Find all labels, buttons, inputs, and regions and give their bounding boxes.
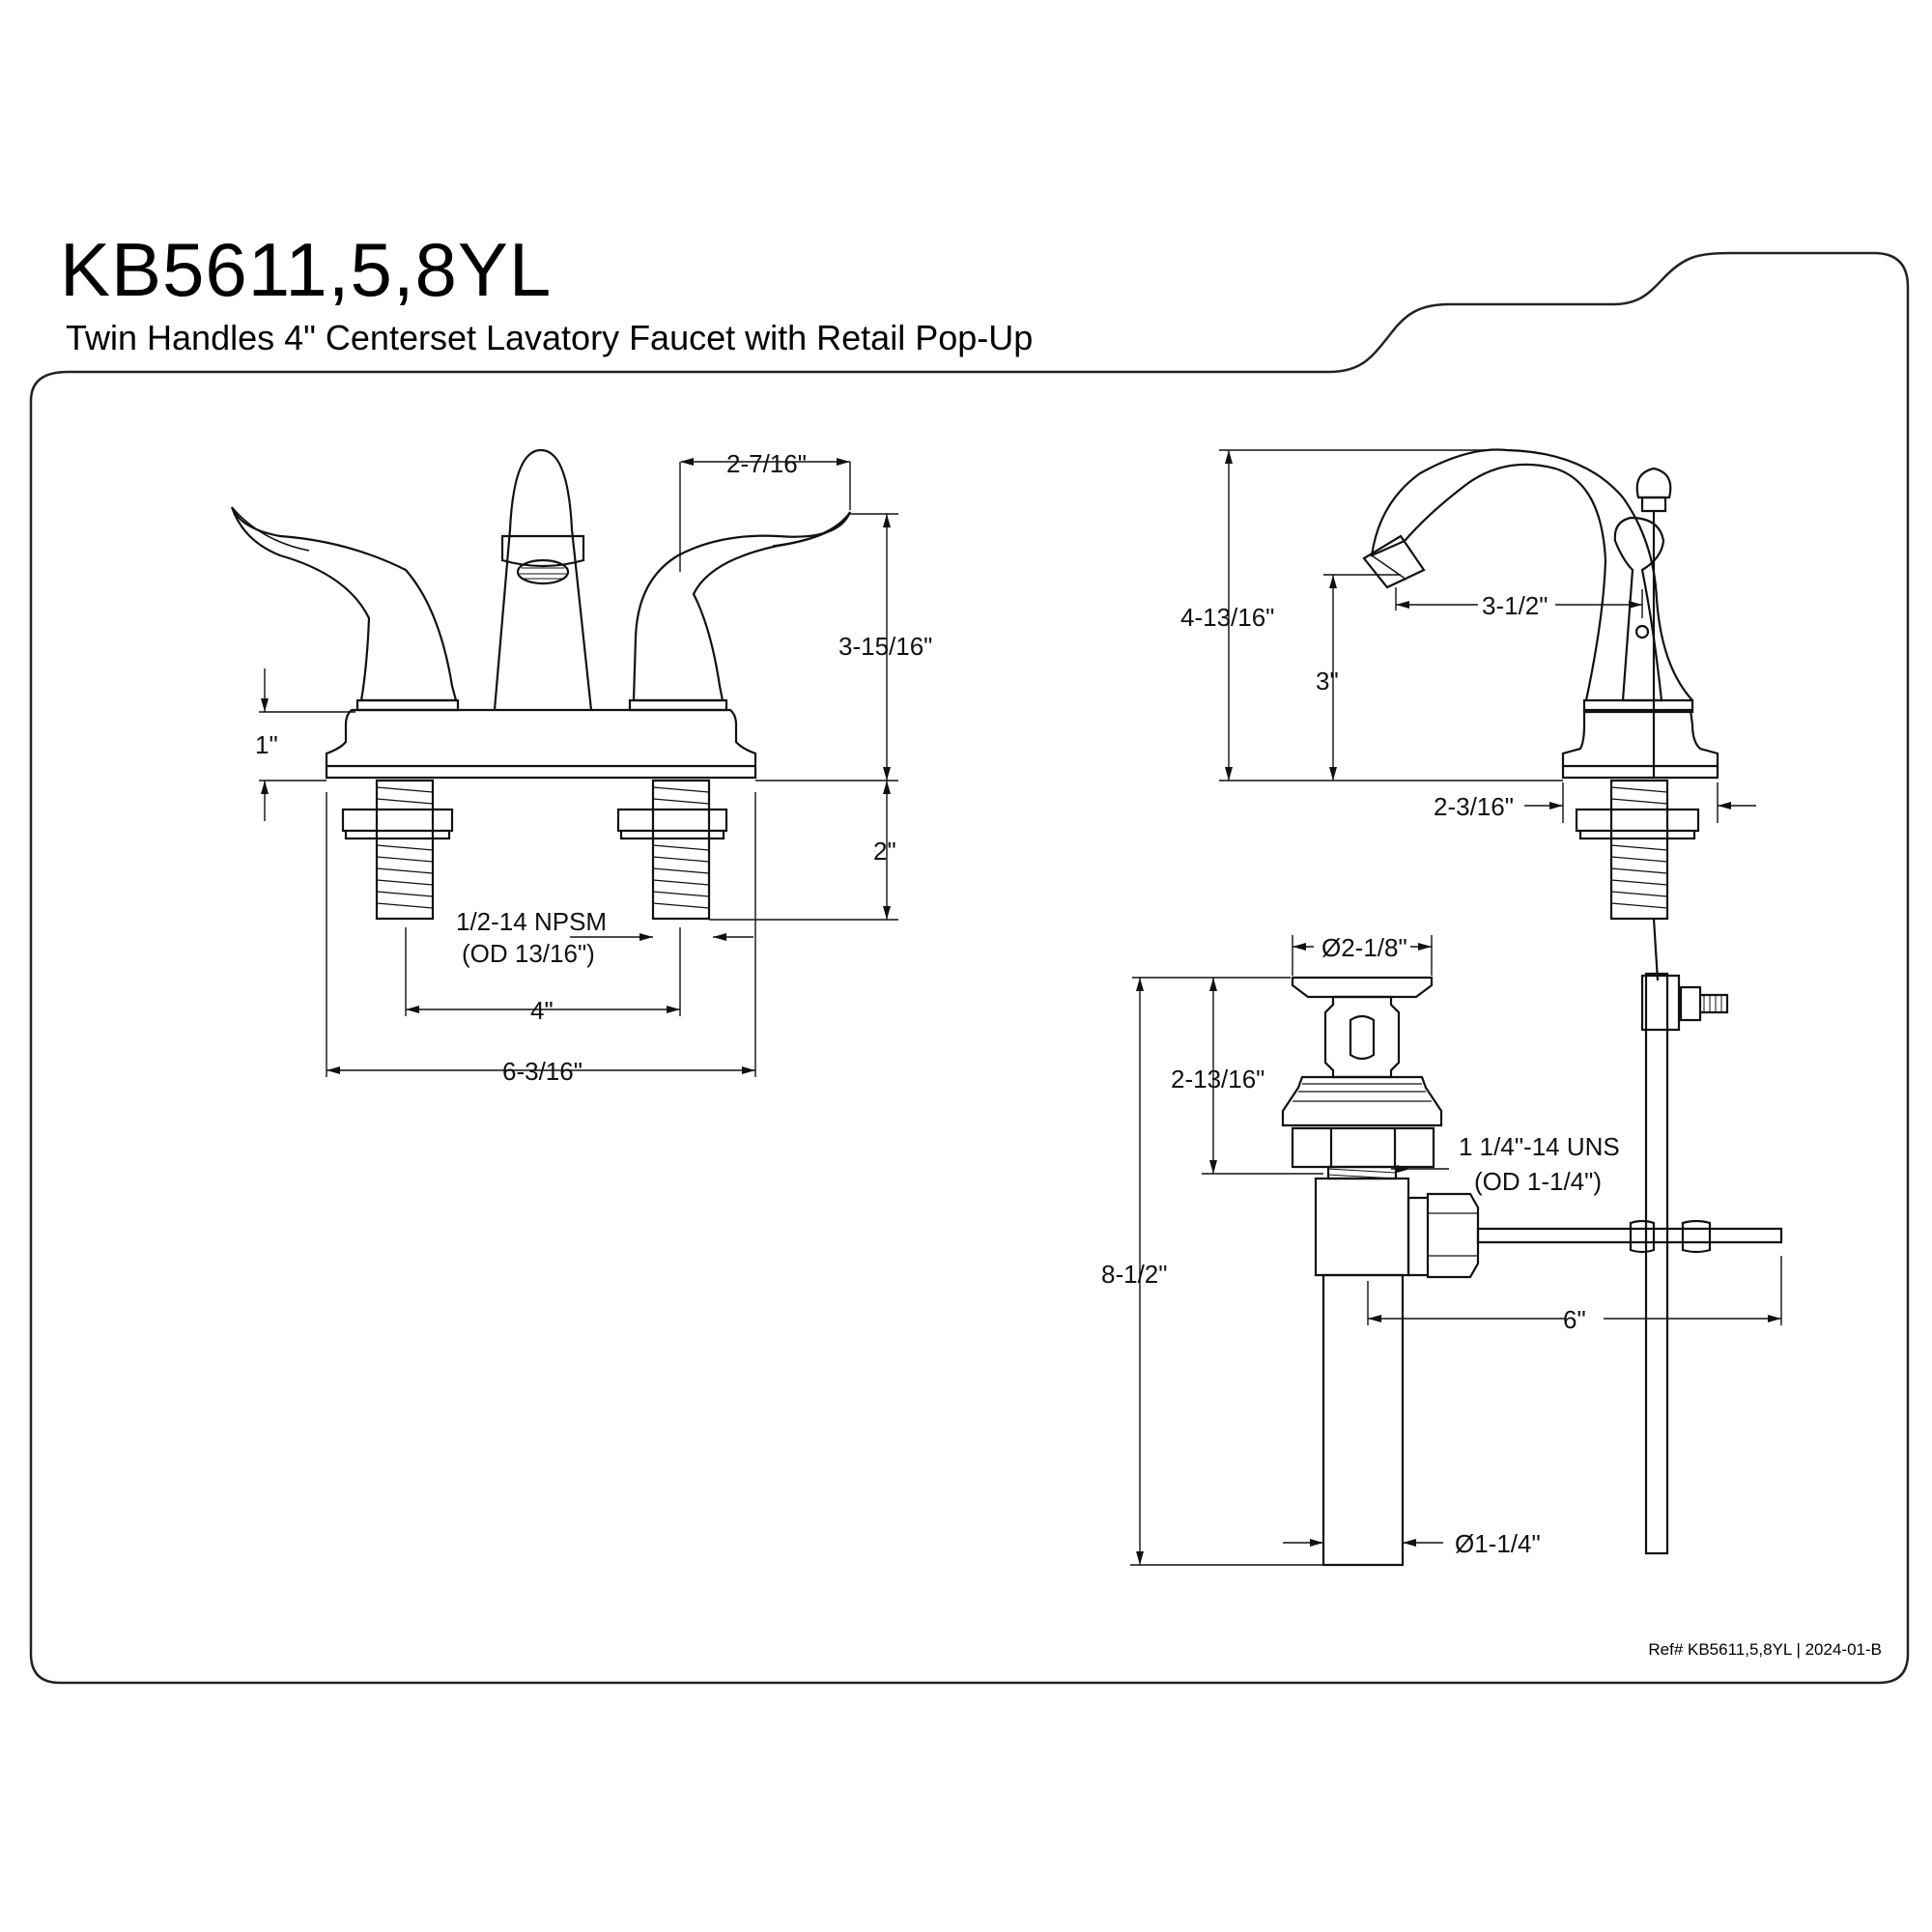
side-view [1364, 450, 1727, 1554]
lift-rod-strap [1646, 974, 1667, 1553]
front-right-nut [618, 810, 726, 838]
side-base [1563, 710, 1718, 778]
front-left-nut [343, 810, 452, 838]
drain-pivot-nut [1408, 1194, 1478, 1277]
dim-thread-od: (OD 13/16") [462, 939, 595, 968]
drain-stopper-window [1350, 1016, 1374, 1059]
side-shank-threads [1611, 787, 1667, 908]
dim-center-spacing: 4" [530, 996, 554, 1025]
side-arrowheads [1225, 450, 1731, 810]
dim-thread-spec: 1/2-14 NPSM [456, 907, 607, 936]
side-handle-screw [1636, 626, 1648, 638]
drain-flange [1283, 1077, 1441, 1125]
dim-drain-thread-spec: 1 1/4"-14 UNS [1459, 1132, 1620, 1161]
drain-view [1283, 978, 1781, 1565]
frame-border [31, 253, 1908, 1683]
pivot-rod-clip [1631, 1221, 1654, 1252]
drain-arrowheads [1136, 943, 1781, 1565]
lift-rod-screw [1681, 987, 1727, 1020]
front-arrowheads [261, 458, 891, 1074]
side-dimension-lines [1219, 450, 1756, 823]
dim-total-length: 8-1/2" [1101, 1260, 1168, 1289]
front-left-handle-base [357, 700, 458, 710]
front-dimension-lines [259, 462, 898, 1077]
dim-drain-thread-od: (OD 1-1/4") [1474, 1167, 1602, 1196]
drain-stopper-body [1325, 997, 1399, 1077]
product-subtitle: Twin Handles 4" Centerset Lavatory Fauce… [66, 318, 1034, 357]
drain-tailpiece [1323, 1275, 1403, 1565]
dim-flange-diameter: Ø2-1/8" [1321, 933, 1407, 962]
dim-spout-offset: 2-7/16" [726, 449, 807, 478]
front-right-handle [634, 512, 850, 700]
dim-overall-height: 4-13/16" [1180, 603, 1274, 632]
dim-flange-height: 2-13/16" [1171, 1065, 1264, 1094]
drain-stopper-cap [1293, 978, 1432, 997]
front-view [232, 450, 850, 919]
side-handle [1615, 518, 1663, 700]
side-nut [1577, 810, 1698, 838]
dim-overall-width: 6-3/16" [502, 1057, 582, 1086]
dim-base-depth: 2-3/16" [1434, 792, 1514, 821]
drain-body [1316, 1179, 1408, 1275]
reference-footer: Ref# KB5611,5,8YL | 2024-01-B [1648, 1640, 1882, 1659]
dim-spout-reach: 3-1/2" [1482, 591, 1548, 620]
model-title: KB5611,5,8YL [60, 227, 553, 312]
dim-rod-length: 6" [1563, 1305, 1586, 1334]
side-spout-body [1372, 450, 1692, 701]
dim-height: 3-15/16" [838, 632, 932, 661]
lift-rod-clip [1642, 976, 1679, 1030]
front-spout-nozzle [502, 536, 583, 566]
pivot-rod-spring [1683, 1221, 1710, 1252]
dim-shank-length: 2" [873, 837, 896, 866]
front-base-plate [327, 710, 755, 778]
front-right-handle-base [630, 700, 726, 710]
dim-base-height: 1" [255, 730, 278, 759]
drain-nut [1293, 1128, 1434, 1167]
front-aerator [518, 560, 568, 583]
lift-rod [1654, 919, 1658, 980]
dim-spout-clearance: 3" [1316, 667, 1339, 696]
front-spout [495, 450, 591, 710]
front-shank-threads [377, 787, 709, 908]
front-left-handle [232, 507, 456, 700]
popup-knob [1637, 469, 1671, 497]
side-spout-tip [1364, 536, 1424, 587]
dim-tail-diameter: Ø1-1/4" [1455, 1529, 1541, 1558]
